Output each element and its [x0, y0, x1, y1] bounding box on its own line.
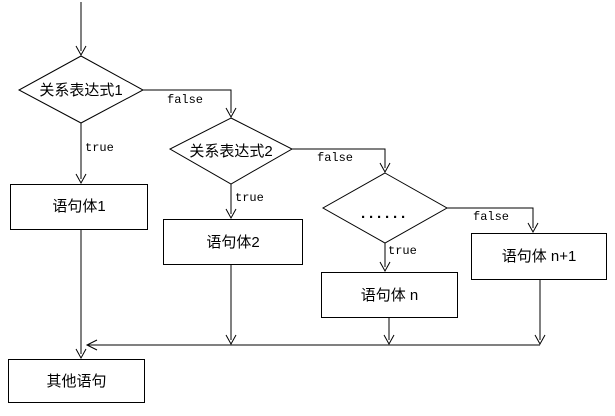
edge-d1-false: [143, 89, 237, 119]
process-2-box: [163, 219, 303, 265]
decision-3-ellipsis-label: ······: [361, 208, 409, 226]
edge-d2-true: [225, 184, 237, 220]
d3-true-edge-label: true: [388, 244, 417, 258]
edge-pn1-to-merge: [534, 279, 546, 346]
decision-3-diamond: [321, 172, 449, 244]
edge-d3-false: [447, 207, 539, 234]
edge-d2-false: [292, 148, 391, 174]
decision-2-label: 关系表达式2: [189, 142, 273, 160]
d2-true-edge-label: true: [235, 191, 264, 205]
process-1-label: 语句体1: [52, 198, 106, 215]
d3-false-edge-label: false: [473, 210, 510, 224]
edge-pn-to-merge: [383, 318, 395, 346]
d1-false-edge-label: false: [167, 93, 204, 107]
process-n-box: [321, 272, 458, 318]
edge-d3-true: [379, 243, 391, 273]
decision-1-label: 关系表达式1: [39, 81, 123, 99]
d1-true-edge-label: true: [85, 141, 114, 155]
d2-false-edge-label: false: [317, 151, 354, 165]
process-n1-label: 语句体 n+1: [501, 247, 577, 265]
process-1-box: [10, 184, 148, 230]
edge-d1-true: [75, 123, 87, 185]
merge-line: [85, 339, 540, 351]
process-2-label: 语句体2: [206, 233, 260, 251]
start-arrow: [75, 2, 87, 57]
edge-p2-to-merge: [225, 265, 237, 346]
process-n1-box: [471, 233, 607, 280]
other-statement-label: 其他语句: [46, 372, 107, 390]
process-n-label: 语句体 n: [360, 286, 419, 304]
edge-p1-to-other: [75, 229, 87, 360]
other-statement-box: [8, 359, 145, 403]
